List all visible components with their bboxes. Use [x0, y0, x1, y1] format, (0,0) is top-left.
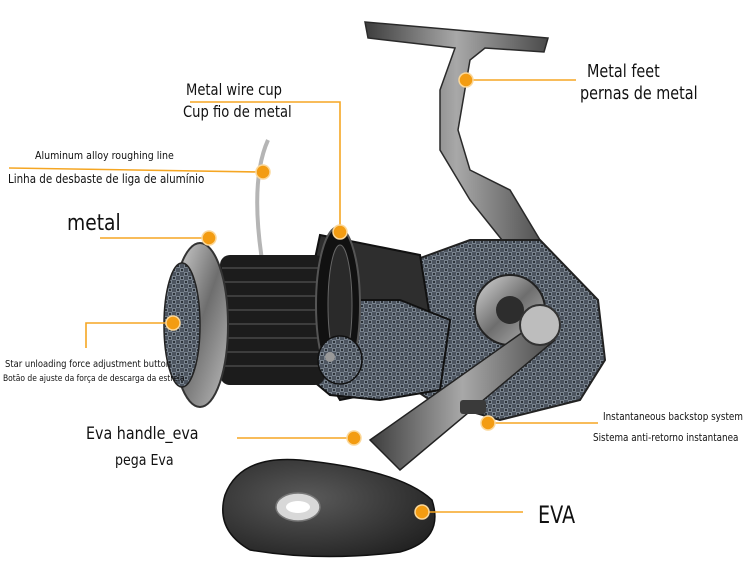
label-roughing-line-pt: Linha de desbaste de liga de alumínio	[8, 172, 205, 186]
dot-roughing-line	[255, 164, 271, 180]
drag-knob	[163, 262, 201, 388]
label-star-button-pt: Botão de ajuste da força de descarga da …	[3, 374, 185, 384]
label-metal-wire-cup-pt: Cup fio de metal	[183, 102, 292, 121]
dot-star-button	[165, 315, 181, 331]
dot-eva	[414, 504, 430, 520]
dot-wire-cup	[332, 224, 348, 240]
dot-eva-handle	[346, 430, 362, 446]
dot-metal-feet	[458, 72, 474, 88]
leader-lines	[8, 79, 598, 513]
label-roughing-line-en: Aluminum alloy roughing line	[35, 149, 174, 162]
label-eva-handle-en: Eva handle_eva	[86, 424, 199, 444]
label-metal: metal	[67, 211, 121, 236]
label-metal-feet-pt: pernas de metal	[580, 83, 698, 104]
reel-foot	[364, 21, 549, 251]
label-star-button-en: Star unloading force adjustment button	[5, 359, 172, 370]
callout-dots	[165, 72, 496, 520]
dot-metal	[201, 230, 217, 246]
label-backstop-en: Instantaneous backstop system	[603, 410, 743, 423]
label-metal-wire-cup-en: Metal wire cup	[186, 80, 282, 99]
backstop-lever	[460, 400, 486, 414]
eva-knob	[222, 458, 436, 558]
label-backstop-pt: Sistema anti-retorno instantanea	[593, 431, 739, 444]
dot-backstop	[480, 415, 496, 431]
label-eva-handle-pt: pega Eva	[115, 451, 174, 469]
label-metal-feet-en: Metal feet	[587, 61, 660, 82]
label-eva: EVA	[538, 501, 576, 529]
